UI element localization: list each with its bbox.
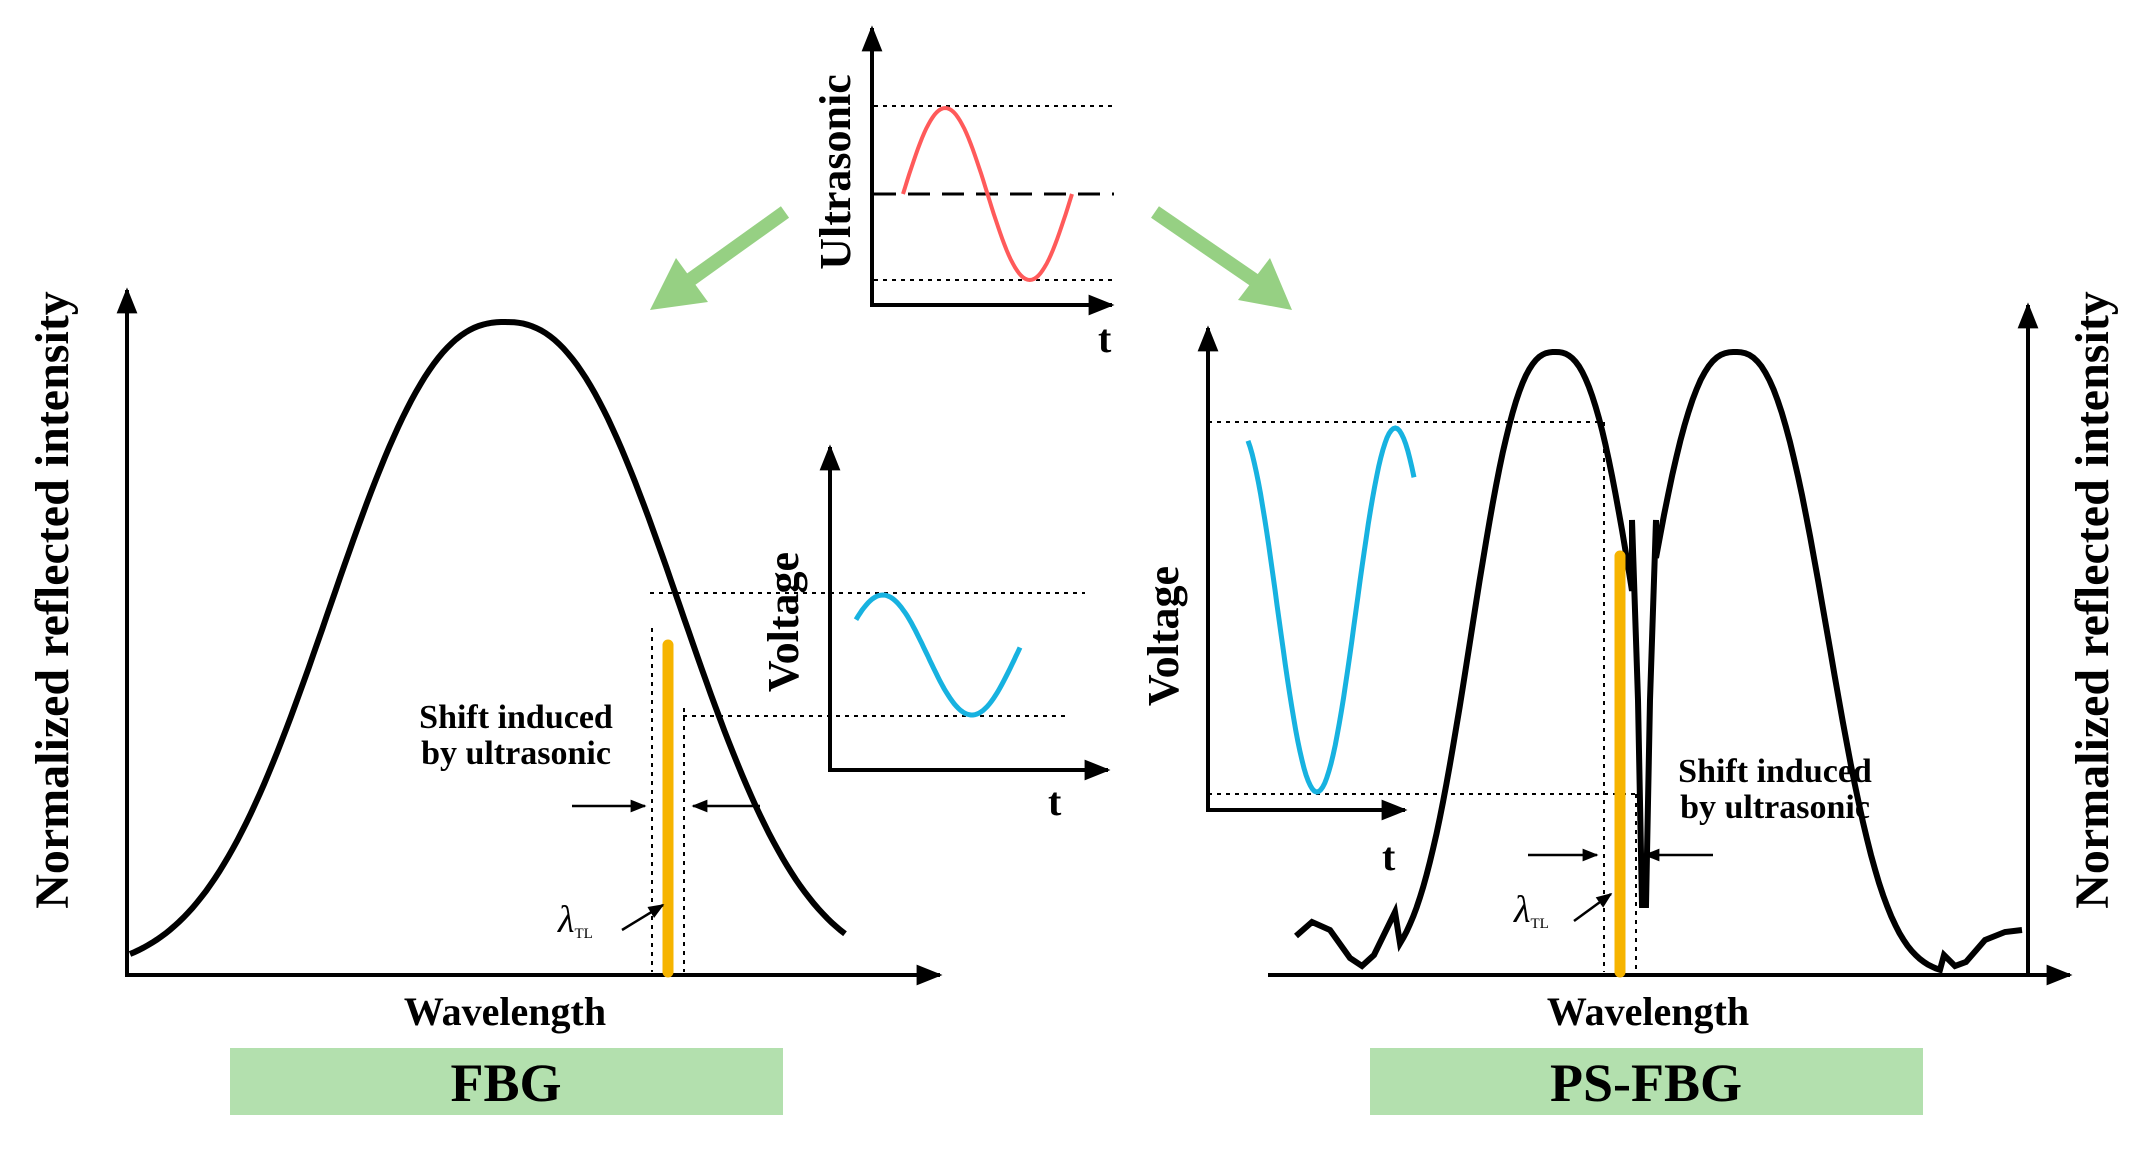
fbg-x-axis-label: Wavelength	[404, 989, 606, 1034]
psfbg-lambda-arrow	[1573, 892, 1613, 923]
fbg-spectrum-curve	[128, 319, 847, 957]
green-arrow-right-head	[1238, 258, 1292, 310]
psfbg-voltage-t-label: t	[1382, 834, 1396, 879]
fbg-panel-label: FBG	[450, 1053, 561, 1113]
fbg-shift-label-line2: by ultrasonic	[421, 735, 611, 772]
psfbg-spectrum-curve	[1294, 349, 2023, 974]
ultrasonic-inset: Ultrasonic t	[811, 25, 1115, 361]
ultrasonic-wave	[901, 105, 1074, 283]
psfbg-panel-label: PS-FBG	[1550, 1053, 1742, 1113]
psfbg-shift-label-line2: by ultrasonic	[1680, 789, 1870, 826]
fbg-lambda-arrow	[621, 903, 665, 932]
fbg-lambda-label: λTL	[557, 899, 593, 942]
psfbg-label-box	[1370, 1048, 1923, 1115]
ultrasonic-y-label: Ultrasonic	[811, 74, 860, 270]
psfbg-shift-label-line1: Shift induced	[1678, 753, 1872, 790]
psfbg-y-axis-label: Normalized reflected intensity	[2066, 291, 2119, 909]
fbg-y-axis-label: Normalized reflected intensity	[26, 291, 79, 909]
psfbg-x-axis-label: Wavelength	[1547, 989, 1749, 1034]
green-arrow-left	[685, 206, 790, 286]
fbg-voltage-wave	[853, 592, 1023, 718]
green-arrow-right	[1151, 206, 1261, 288]
psfbg-panel: Normalized reflected intensity Wavelengt…	[1139, 291, 2119, 1115]
fbg-shift-label-line1: Shift induced	[419, 699, 613, 736]
fbg-label-box	[230, 1048, 783, 1115]
psfbg-voltage-label: Voltage	[1139, 566, 1188, 706]
fbg-voltage-t-label: t	[1048, 779, 1062, 824]
fbg-panel: Normalized reflected intensity Wavelengt…	[26, 287, 1111, 1115]
green-arrow-left-head	[650, 258, 708, 310]
fbg-voltage-label: Voltage	[759, 552, 808, 692]
ultrasonic-t-label: t	[1098, 316, 1112, 361]
psfbg-lambda-label: λTL	[1513, 889, 1549, 932]
psfbg-voltage-wave	[1245, 425, 1417, 795]
